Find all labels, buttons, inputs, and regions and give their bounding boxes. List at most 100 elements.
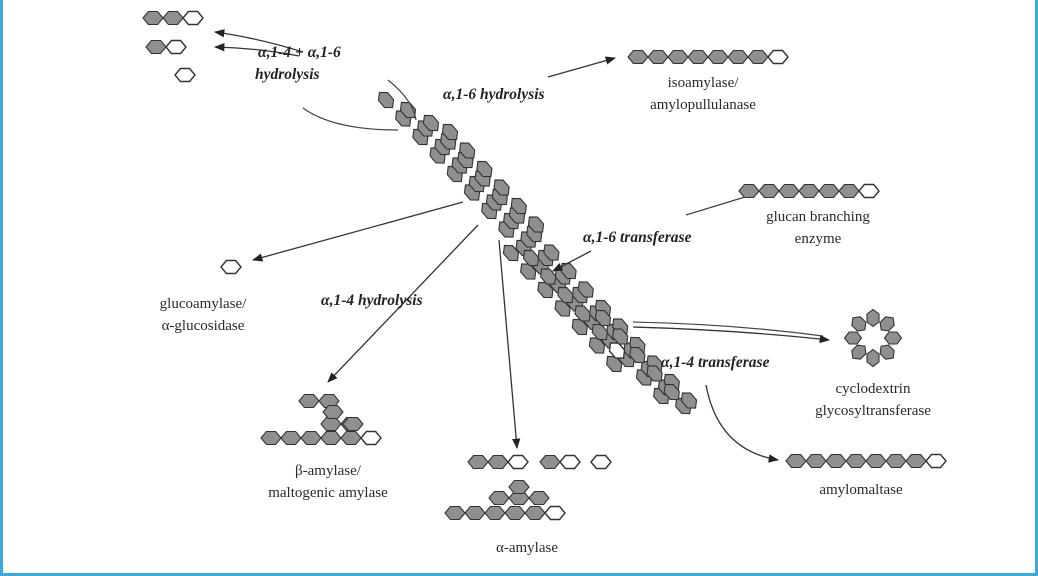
- glucose-unit: [727, 49, 749, 65]
- label-a14-a16-hydrolysis-line2: hydrolysis: [255, 66, 320, 83]
- cyclodextrin-unit: [843, 331, 863, 345]
- glucose-unit: [467, 454, 489, 470]
- glucose-unit: [524, 505, 546, 521]
- starch-chain-unit: [422, 114, 440, 132]
- label-amylomaltase: amylomaltase: [819, 482, 903, 498]
- starch-chain-unit: [543, 244, 560, 261]
- arrow-to-isoamylase: [547, 56, 617, 78]
- arrow-to-alpha-amylase: [498, 239, 521, 450]
- label-a16-transferase: α,1-6 transferase: [583, 229, 692, 246]
- line-to-cgtase-2: [632, 321, 824, 337]
- glucose-unit: [539, 454, 561, 470]
- glucose-unit: [320, 430, 342, 446]
- glucose-unit: [559, 454, 581, 470]
- glucose-unit: [488, 490, 510, 506]
- arrow-to-amylomaltase: [705, 384, 780, 463]
- label-maltogenic-amylase: maltogenic amylase: [268, 485, 388, 501]
- glucose-unit: [647, 49, 669, 65]
- line-top-left-curve: [302, 107, 399, 131]
- glucose-unit: [165, 39, 187, 55]
- glucose-unit: [667, 49, 689, 65]
- glucose-unit: [182, 10, 204, 26]
- label-glycosyltransferase: glycosyltransferase: [815, 403, 931, 419]
- glucose-unit: [738, 183, 760, 199]
- starch-chain-unit: [612, 328, 629, 345]
- glucose-unit: [444, 505, 466, 521]
- label-a14-hydrolysis: α,1-4 hydrolysis: [321, 292, 423, 309]
- glucose-unit: [318, 393, 340, 409]
- arrow-to-chain-transferase: [552, 250, 592, 272]
- glucose-unit: [785, 453, 807, 469]
- glucose-unit: [342, 416, 364, 432]
- starch-chain-unit: [574, 305, 591, 322]
- glucose-unit: [298, 393, 320, 409]
- cyclodextrin-unit: [879, 316, 895, 332]
- starch-chain-unit: [527, 216, 545, 233]
- starch-chain-unit: [680, 392, 698, 409]
- starch-chain-unit: [577, 281, 594, 298]
- reaction-arrows: [213, 29, 831, 463]
- glucose-unit: [162, 10, 184, 26]
- glucose-unit: [707, 49, 729, 65]
- starch-enzyme-diagram: α,1-4 + α,1-6 hydrolysis α,1-6 hydrolysi…: [142, 10, 947, 556]
- starch-chain-unit: [522, 249, 540, 267]
- label-beta-amylase: β-amylase/: [295, 463, 362, 479]
- label-amylopullulanase: amylopullulanase: [650, 97, 756, 113]
- label-enzyme: enzyme: [795, 231, 842, 247]
- cyclodextrin-unit: [883, 331, 903, 345]
- glucose-unit: [508, 479, 530, 495]
- starch-chain-unit: [441, 123, 459, 141]
- glucose-unit: [145, 39, 167, 55]
- glucose-unit: [767, 49, 789, 65]
- label-isoamylase: isoamylase/: [668, 75, 740, 91]
- starch-chain-unit: [476, 160, 493, 178]
- line-from-branching: [685, 196, 746, 216]
- glucose-unit: [142, 10, 164, 26]
- glucose-unit: [507, 454, 529, 470]
- glucose-unit: [778, 183, 800, 199]
- label-glucoamylase: glucoamylase/: [160, 296, 247, 312]
- glucose-unit: [747, 49, 769, 65]
- arrow-to-top-left-products-2: [213, 43, 300, 57]
- glucose-unit: [845, 453, 867, 469]
- cyclodextrin-unit: [866, 308, 880, 328]
- label-alpha-glucosidase: α-glucosidase: [162, 318, 245, 334]
- glucose-unit: [360, 430, 382, 446]
- starch-chain-unit: [510, 197, 527, 215]
- glucose-unit: [627, 49, 649, 65]
- label-a14-a16-hydrolysis-line1: α,1-4 + α,1-6: [258, 44, 341, 61]
- arrow-to-top-left-products: [213, 29, 304, 53]
- starch-chain-unit: [557, 286, 574, 304]
- glucose-unit: [825, 453, 847, 469]
- arrow-to-cgtase: [632, 326, 831, 344]
- glucose-unit: [504, 505, 526, 521]
- label-cyclodextrin: cyclodextrin: [836, 381, 911, 397]
- starch-chain-unit: [540, 268, 557, 285]
- glucose-unit: [687, 49, 709, 65]
- glucose-unit: [220, 259, 242, 275]
- starch-chain-unit: [646, 365, 663, 382]
- glucose-unit: [260, 430, 282, 446]
- glucose-unit: [905, 453, 927, 469]
- glucose-unit: [544, 505, 566, 521]
- glucose-unit: [798, 183, 820, 199]
- glucose-unit: [865, 453, 887, 469]
- glucose-unit: [464, 505, 486, 521]
- label-a14-transferase: α,1-4 transferase: [661, 354, 770, 371]
- glucose-unit: [280, 430, 302, 446]
- arrow-to-glucoamylase: [251, 201, 464, 262]
- glucose-unit: [340, 430, 362, 446]
- starch-chain-unit: [629, 346, 646, 364]
- glucose-unit: [925, 453, 947, 469]
- glucose-unit: [590, 454, 612, 470]
- cyclodextrin-unit: [851, 344, 867, 360]
- starch-chain-unit: [493, 179, 510, 196]
- cyclodextrin-unit: [851, 316, 867, 332]
- glucose-unit: [320, 416, 342, 432]
- starch-chain-unit: [377, 91, 395, 109]
- label-a16-hydrolysis: α,1-6 hydrolysis: [443, 86, 545, 103]
- starch-chain-unit: [594, 309, 612, 327]
- cyclodextrin-unit: [866, 348, 880, 368]
- starch-chain-unit: [502, 244, 520, 262]
